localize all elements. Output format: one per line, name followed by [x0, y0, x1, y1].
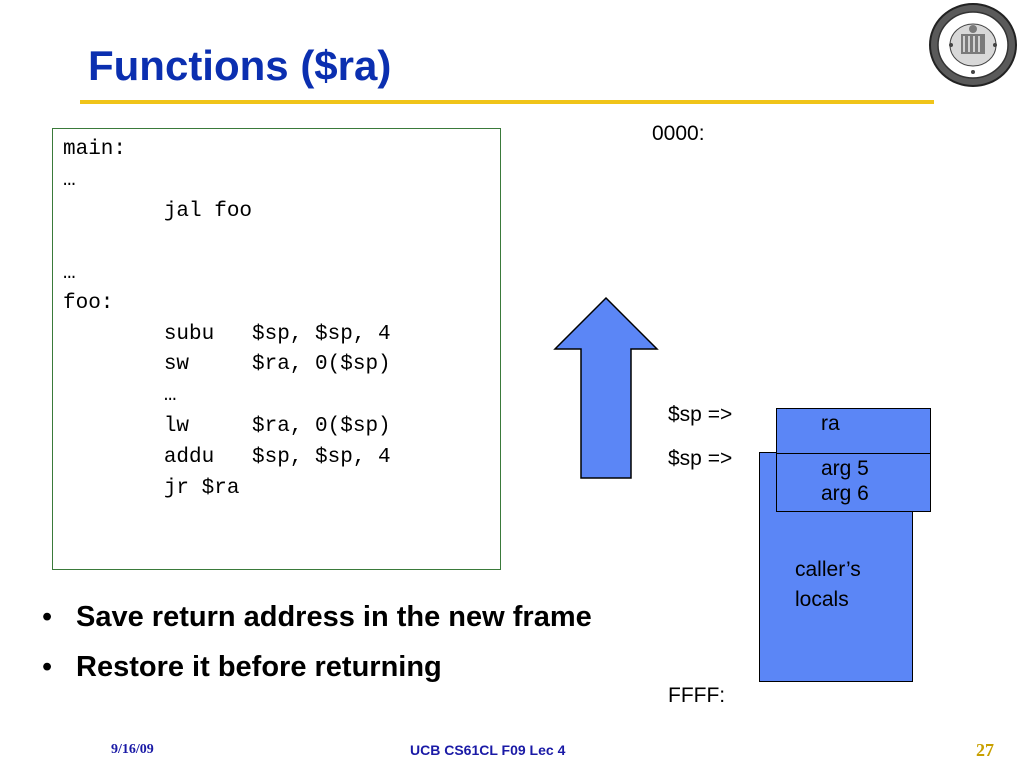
bullet-text: Save return address in the new frame — [76, 601, 592, 633]
bottom-address-label: FFFF: — [668, 684, 726, 707]
code-line: foo: — [63, 292, 114, 315]
arg5-cell-label: arg 5 — [821, 457, 869, 480]
caller-locals-label-line2: locals — [795, 588, 849, 611]
code-line: subu $sp, $sp, 4 — [63, 323, 391, 346]
bullet-item: • Restore it before returning — [42, 642, 592, 692]
code-line: main: — [63, 138, 127, 161]
bullet-list: • Save return address in the new frame •… — [42, 592, 592, 692]
code-line: jr $ra — [63, 477, 240, 500]
code-line: … — [63, 384, 177, 407]
bullet-item: • Save return address in the new frame — [42, 592, 592, 642]
code-box: main: … jal foo … foo: subu $sp, $sp, 4 … — [52, 128, 501, 570]
stack-pointer-new-label: $sp => — [668, 403, 733, 426]
footer-date: 9/16/09 — [111, 742, 154, 757]
code-line: jal foo — [63, 200, 253, 223]
ra-cell-label: ra — [821, 412, 840, 435]
footer-course: UCB CS61CL F09 Lec 4 — [410, 742, 566, 758]
code-line: lw $ra, 0($sp) — [63, 415, 391, 438]
slide-title: Functions ($ra) — [88, 42, 392, 89]
arg6-cell-label: arg 6 — [821, 482, 869, 505]
code-line: addu $sp, $sp, 4 — [63, 446, 391, 469]
code-line: … — [63, 262, 76, 285]
university-seal-icon — [929, 3, 1017, 87]
ra-cell — [776, 408, 931, 454]
up-arrow-icon — [553, 296, 659, 479]
bullet-marker: • — [42, 601, 53, 633]
top-address-label: 0000: — [652, 122, 705, 145]
caller-locals-label-line1: caller’s — [795, 558, 861, 581]
stack-pointer-old-label: $sp => — [668, 447, 733, 470]
footer-page-number: 27 — [976, 740, 994, 760]
bullet-marker: • — [42, 651, 53, 683]
code-line: … — [63, 169, 76, 192]
args-cell — [776, 452, 931, 512]
code-line: sw $ra, 0($sp) — [63, 353, 391, 376]
bullet-text: Restore it before returning — [76, 651, 442, 683]
title-underline — [80, 100, 934, 104]
